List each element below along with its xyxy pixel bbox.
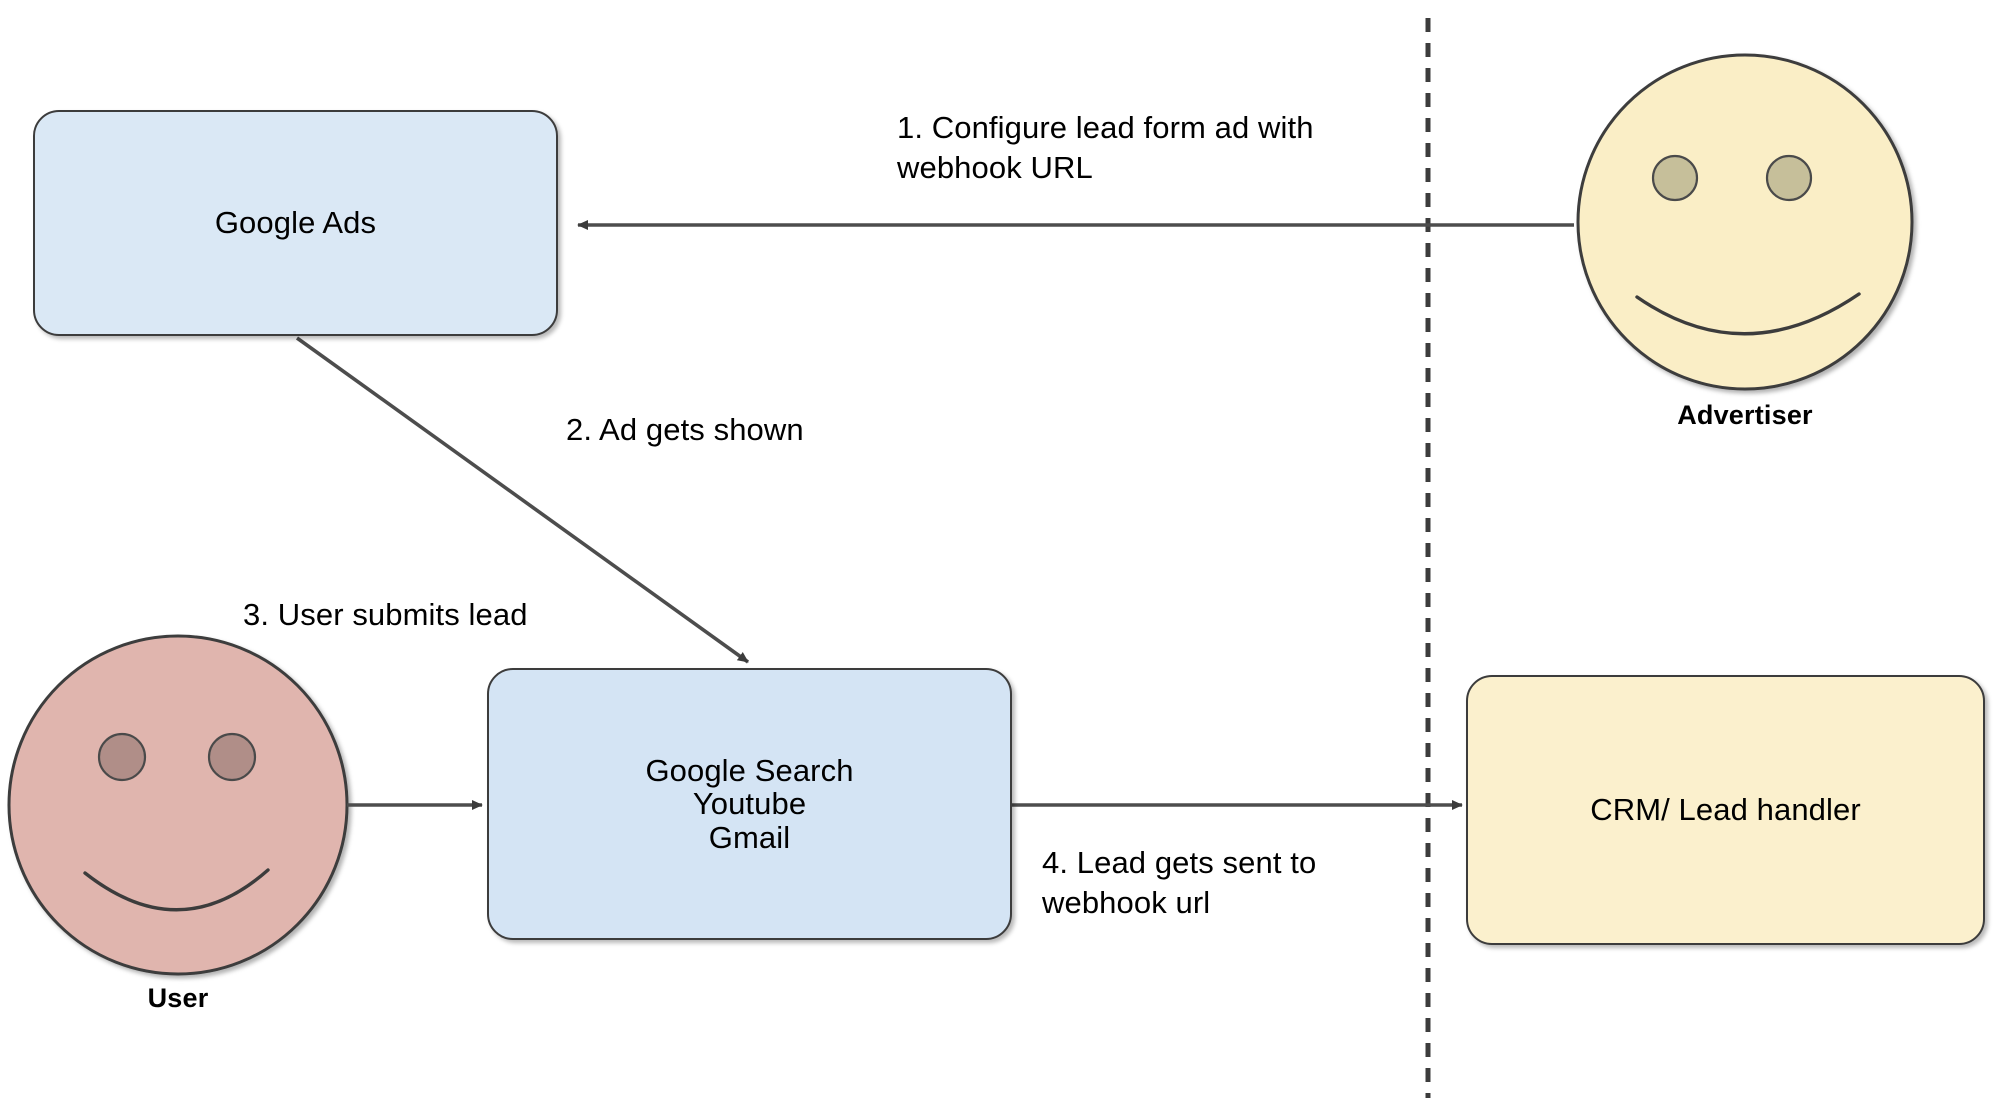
edge-label-configure-lead-form: 1. Configure lead form ad with webhook U… [897,110,1314,185]
node-google-ads-label: Google Ads [214,205,377,241]
node-crm-label: CRM/ Lead handler [1590,792,1861,828]
advertiser-left-eye-icon [1651,154,1699,202]
node-google-surfaces-label: Google Search Youtube Gmail [645,752,854,855]
user-face-glyph [7,634,349,976]
actor-advertiser-caption: Advertiser [1677,400,1813,430]
user-head-circle [7,634,349,976]
edge-label-user-submits-lead: 3. User submits lead [243,597,528,632]
edge-google-ads-to-surfaces [295,336,750,664]
node-crm[interactable]: CRM/ Lead handler [1466,675,1985,945]
user-right-eye-icon [207,732,257,782]
advertiser-head-circle [1576,53,1914,391]
advertiser-face-glyph [1576,53,1914,391]
user-smile-icon [83,868,270,912]
node-google-ads[interactable]: Google Ads [33,110,558,336]
user-left-eye-icon [97,732,147,782]
edge-label-lead-sent-to-webhook: 4. Lead gets sent to webhook url [1042,845,1317,920]
advertiser-right-eye-icon [1765,154,1813,202]
actor-user-caption: User [147,983,209,1013]
edge-label-ad-gets-shown: 2. Ad gets shown [566,412,804,447]
node-google-surfaces[interactable]: Google Search Youtube Gmail [487,668,1012,940]
advertiser-smile-icon [1635,292,1861,336]
